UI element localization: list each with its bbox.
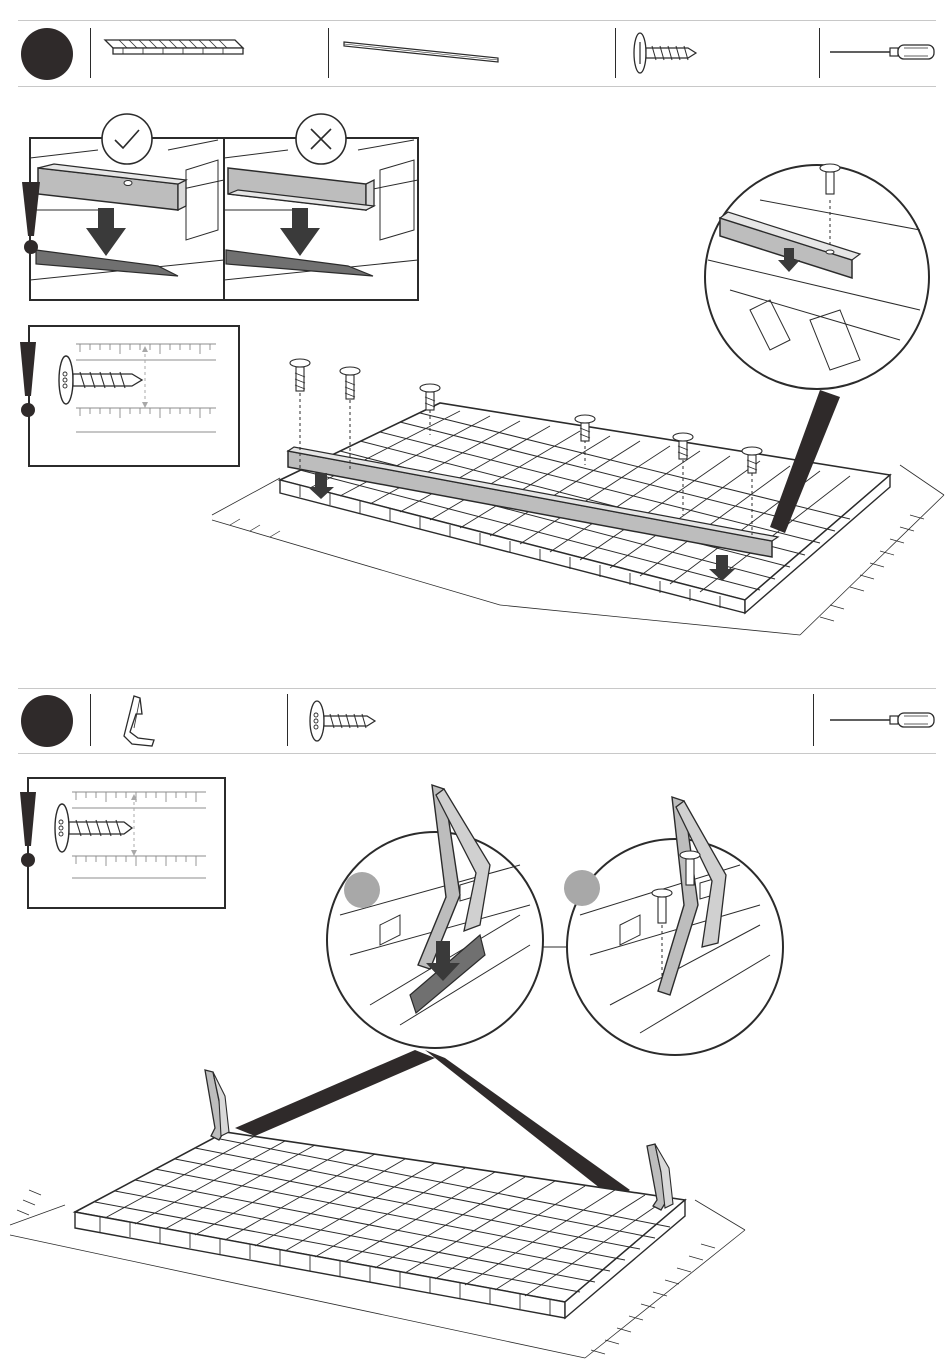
step2-header-bottom-rule (18, 753, 936, 754)
step1-number-marker (21, 28, 73, 80)
floor-panel-icon (95, 36, 245, 66)
screw-icon (305, 696, 380, 748)
step1-header-bottom-rule (18, 86, 936, 87)
step1-part-divider (615, 28, 616, 78)
screwdriver-icon (828, 40, 940, 64)
hinge-bracket-icon (110, 692, 160, 750)
correct-check-icon (100, 112, 154, 166)
step1-part-divider (819, 28, 820, 78)
metal-rail-icon (340, 36, 505, 66)
step1-header-top-rule (18, 20, 936, 21)
step2-number-marker (21, 695, 73, 747)
floor-hinge-assembly-drawing (5, 1040, 765, 1360)
step2-part-divider (813, 694, 814, 746)
screw-gauge-drawing (14, 790, 224, 890)
rail-detail-zoom-circle (700, 160, 935, 395)
step1-part-divider (90, 28, 91, 78)
screw-icon (630, 28, 700, 80)
hinge-detail-callouts (320, 755, 790, 1060)
warning-exclamation-icon (18, 180, 44, 256)
step2-part-divider (90, 694, 91, 746)
step1-part-divider (328, 28, 329, 78)
step2-header-top-rule (18, 688, 936, 689)
step2-part-divider (287, 694, 288, 746)
screwdriver-icon (828, 708, 940, 732)
gray-circle-marker (344, 872, 380, 908)
gray-circle-marker (564, 870, 600, 906)
